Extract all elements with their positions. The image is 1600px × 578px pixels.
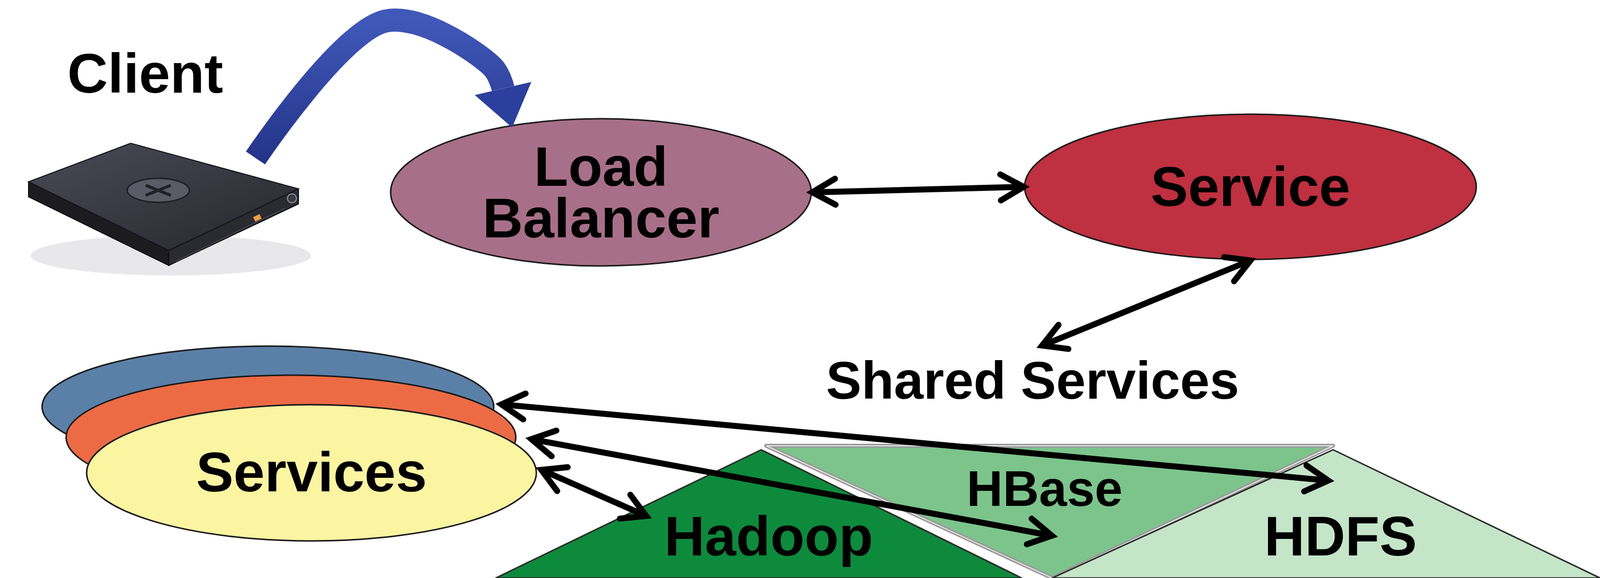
services-stack: Services	[41, 345, 540, 544]
server-emblem	[127, 178, 190, 203]
server-trim	[175, 207, 286, 262]
node-label: Client	[67, 44, 223, 104]
server-knob	[287, 193, 297, 203]
connector-arrow	[1042, 260, 1251, 346]
client-node: Client	[25, 45, 306, 276]
ellipse-shape	[1024, 114, 1477, 260]
shared-services-group: Shared Services	[801, 345, 1265, 416]
hdfs-triangle: HDFS	[1052, 449, 1600, 578]
connector-arrow	[531, 439, 1052, 536]
connector-arrow	[501, 404, 1329, 481]
service-ellipse: Service	[1023, 113, 1478, 261]
region-shape	[1052, 449, 1600, 578]
node-label: HBase	[966, 462, 1123, 515]
node-label: Service	[1150, 157, 1351, 217]
node-label: Services	[196, 442, 428, 502]
node-label: Hadoop	[664, 506, 874, 566]
connector-arrow	[812, 186, 1024, 193]
ellipse-shape	[390, 118, 812, 266]
node-label: Load Balancer	[460, 140, 742, 244]
node-label: Shared Services	[826, 352, 1240, 409]
stacked-ellipse	[86, 404, 537, 541]
request-arrow	[255, 20, 503, 158]
connector-arrow	[541, 469, 647, 516]
load-balancer-ellipse: Load Balancer	[389, 117, 813, 267]
node-label: HDFS	[1264, 506, 1418, 566]
server-top	[28, 143, 299, 251]
server-emblem-mark	[145, 185, 171, 196]
